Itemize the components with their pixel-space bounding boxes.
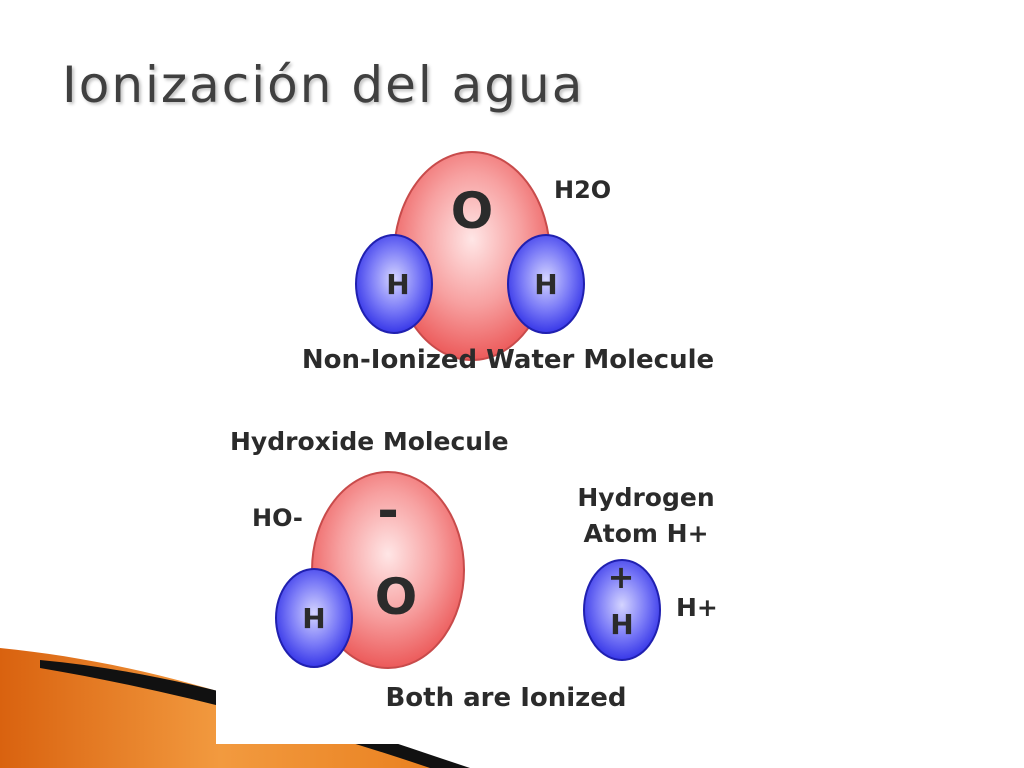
hydrogen-ion-atom (583, 559, 661, 661)
water-hydrogen-right-symbol: H (534, 268, 557, 301)
hydrogen-ion-charge: + (608, 558, 635, 596)
ionized-caption: Both are Ionized (385, 683, 626, 713)
water-hydrogen-atom-left (355, 234, 433, 334)
water-ionization-diagram: O H H H2O Non-Ionized Water Molecule Hyd… (230, 151, 718, 713)
hydrogen-ion-symbol: H (610, 608, 633, 641)
water-caption: Non-Ionized Water Molecule (302, 345, 714, 375)
water-hydrogen-left-symbol: H (386, 268, 409, 301)
water-oxygen-symbol: O (451, 182, 494, 240)
hydroxide-formula: HO- (252, 504, 303, 532)
hydrogen-ion-formula: H+ (676, 593, 718, 622)
hydroxide-hydrogen-symbol: H (302, 602, 325, 635)
hydroxide-oxygen-symbol: O (375, 568, 418, 626)
hydroxide-heading: Hydroxide Molecule (230, 427, 509, 456)
diagram-panel: O H H H2O Non-Ionized Water Molecule Hyd… (216, 128, 760, 744)
hydroxide-charge: - (377, 481, 399, 541)
water-molecule: O H H H2O Non-Ionized Water Molecule (302, 151, 714, 375)
hydroxide-hydrogen-atom (275, 568, 353, 668)
slide-title: Ionización del agua (62, 56, 585, 114)
hydrogen-ion-heading-line2: Atom H+ (583, 519, 708, 548)
water-hydrogen-atom-right (507, 234, 585, 334)
hydrogen-ion: Hydrogen Atom H+ + H H+ (577, 483, 718, 661)
hydroxide-molecule: Hydroxide Molecule - O H HO- (230, 427, 509, 669)
water-formula: H2O (554, 176, 611, 204)
hydrogen-ion-heading-line1: Hydrogen (577, 483, 714, 512)
